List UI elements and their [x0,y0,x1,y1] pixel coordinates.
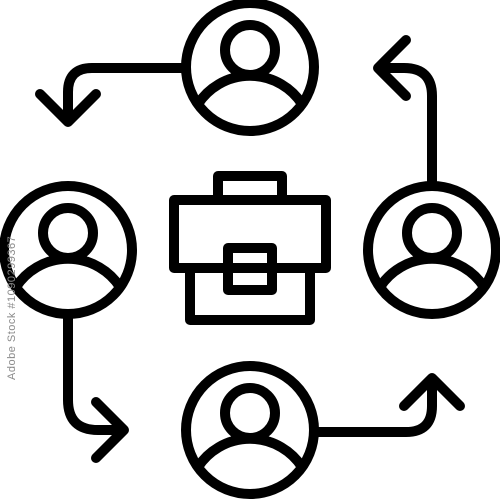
person-top-icon [181,0,319,136]
person-bottom-icon [181,361,319,499]
arrow-top-to-left-icon [35,63,191,127]
arrow-right-to-top-icon [373,35,437,191]
watermark-brand: Adobe Stock [6,312,18,380]
stock-id-watermark: Adobe Stock #1090299367 [6,235,18,380]
briefcase-icon [169,171,331,325]
arrow-left-to-bottom-icon [63,309,129,463]
person-left-icon [0,181,137,319]
person-right-icon [363,181,500,319]
watermark-stock-id: 1090299367 [6,235,18,302]
arrow-bottom-to-right-icon [309,373,465,437]
